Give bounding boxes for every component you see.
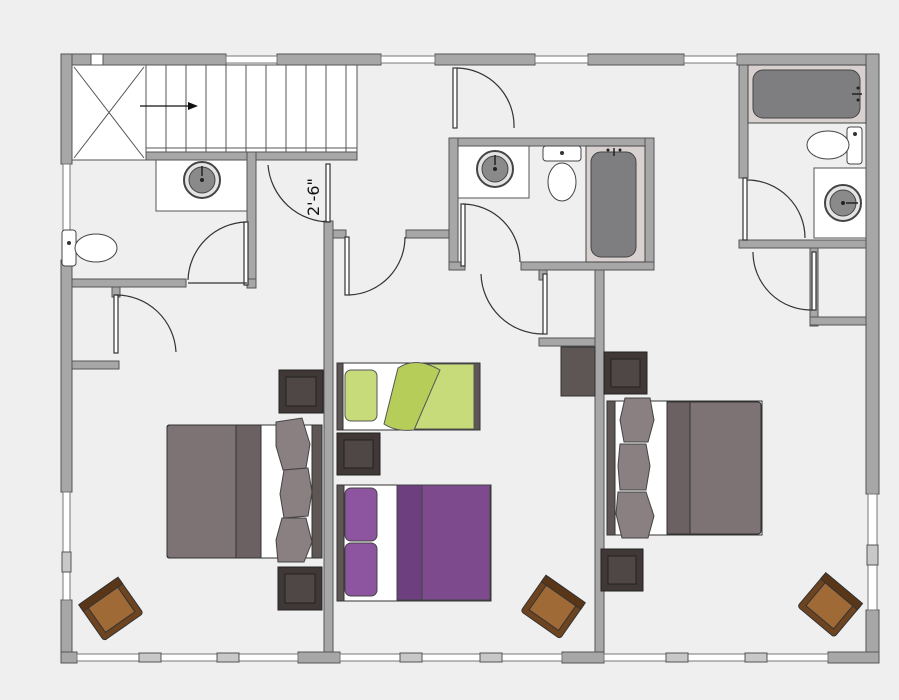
bathroom-1 bbox=[61, 159, 248, 267]
wall-top-mid-3 bbox=[587, 53, 685, 66]
mullion bbox=[744, 652, 768, 663]
window-mullions bbox=[61, 544, 879, 663]
bed-1-icon bbox=[166, 417, 323, 563]
toilet-2-icon bbox=[542, 145, 582, 202]
armchair-1-icon bbox=[78, 576, 143, 641]
wall-top-left bbox=[60, 53, 227, 66]
door-closet3 bbox=[752, 251, 817, 311]
mullion bbox=[61, 551, 72, 573]
bed-green-icon bbox=[336, 362, 481, 431]
bathroom-3 bbox=[747, 64, 867, 239]
window-bottom-2 bbox=[339, 653, 563, 662]
wall-bath3-bottom bbox=[738, 239, 867, 249]
door-bath3 bbox=[742, 177, 806, 241]
toilet-1-icon bbox=[61, 229, 118, 267]
mullion bbox=[216, 652, 240, 663]
mullion bbox=[399, 652, 423, 663]
mullion bbox=[138, 652, 162, 663]
nightstand-icon bbox=[600, 548, 644, 592]
wall-closet2-top bbox=[538, 337, 596, 347]
door-bedroom1 bbox=[267, 163, 331, 223]
wall-bath2-right bbox=[644, 137, 655, 270]
nightstand-icon bbox=[336, 432, 381, 476]
wall-left-top bbox=[60, 53, 73, 165]
window-top-3 bbox=[534, 55, 589, 64]
wall-bath2-top bbox=[448, 137, 655, 147]
bathtub-2-icon bbox=[585, 145, 646, 263]
window-bottom-3 bbox=[603, 653, 829, 662]
window-top-1 bbox=[225, 55, 278, 64]
wall-hall-top bbox=[332, 229, 347, 239]
sink-drain-icon bbox=[200, 178, 204, 182]
wall-bath2-left bbox=[448, 137, 459, 270]
wall-top-mid-1 bbox=[276, 53, 382, 66]
armchair-3-icon bbox=[798, 572, 864, 637]
wall-center-right bbox=[594, 269, 605, 653]
wall-bottom-1 bbox=[60, 651, 78, 664]
mullion bbox=[866, 544, 879, 566]
nightstand-icon bbox=[277, 566, 323, 611]
wall-closet3-bottom bbox=[809, 316, 867, 326]
door-bath2 bbox=[460, 203, 521, 267]
wall-top-mid-2 bbox=[434, 53, 536, 66]
bedroom-3 bbox=[560, 346, 763, 592]
armchair-2-icon bbox=[521, 574, 586, 639]
wall-top-nub bbox=[90, 53, 104, 66]
door-bedroom2 bbox=[344, 236, 406, 296]
wall-top-right bbox=[736, 53, 880, 66]
window-left-2 bbox=[62, 491, 71, 601]
window-top-2 bbox=[380, 55, 436, 64]
wall-right-top bbox=[865, 53, 880, 495]
bed-3-icon bbox=[606, 397, 763, 539]
landing-diagonal bbox=[73, 66, 145, 159]
wall-closet1-bottom bbox=[71, 360, 120, 370]
door-top-hall bbox=[452, 67, 515, 129]
doors bbox=[113, 67, 817, 354]
bed-purple-icon bbox=[336, 484, 492, 602]
bathroom-2 bbox=[457, 145, 646, 263]
door-closet1 bbox=[113, 294, 177, 354]
mullion bbox=[665, 652, 689, 663]
wall-bath3-left bbox=[738, 64, 749, 179]
door-bath1 bbox=[187, 221, 249, 286]
wall-hall-top-r bbox=[405, 229, 450, 239]
dresser-icon bbox=[560, 346, 596, 397]
nightstand-icon bbox=[603, 351, 648, 395]
door-dimension-label: 2'-6" bbox=[304, 178, 323, 216]
wall-bottom-2 bbox=[297, 651, 341, 664]
wall-bottom-4 bbox=[827, 651, 880, 664]
sink-drain-icon bbox=[841, 201, 845, 205]
wall-center-left bbox=[323, 220, 334, 653]
bathtub-3-icon bbox=[747, 64, 867, 124]
interior-walls bbox=[71, 64, 867, 653]
wall-left-mid bbox=[60, 259, 73, 493]
staircase bbox=[71, 64, 358, 161]
stair-direction-arrow-icon bbox=[140, 102, 198, 110]
sink-drain-icon bbox=[493, 167, 497, 171]
bedroom-2 bbox=[336, 362, 492, 602]
window-top-4 bbox=[683, 55, 738, 64]
stair-tread-lines bbox=[165, 65, 347, 152]
mullion bbox=[479, 652, 503, 663]
toilet-3-icon bbox=[806, 126, 863, 165]
wall-bath2-bottom bbox=[520, 261, 655, 271]
wall-bath1-bottom bbox=[71, 278, 187, 288]
window-bottom-1 bbox=[76, 653, 299, 662]
door-closet2 bbox=[480, 273, 548, 335]
bedroom-1 bbox=[166, 369, 324, 611]
nightstand-icon bbox=[278, 369, 324, 414]
wall-bottom-3 bbox=[561, 651, 605, 664]
stair-treads bbox=[145, 64, 358, 153]
